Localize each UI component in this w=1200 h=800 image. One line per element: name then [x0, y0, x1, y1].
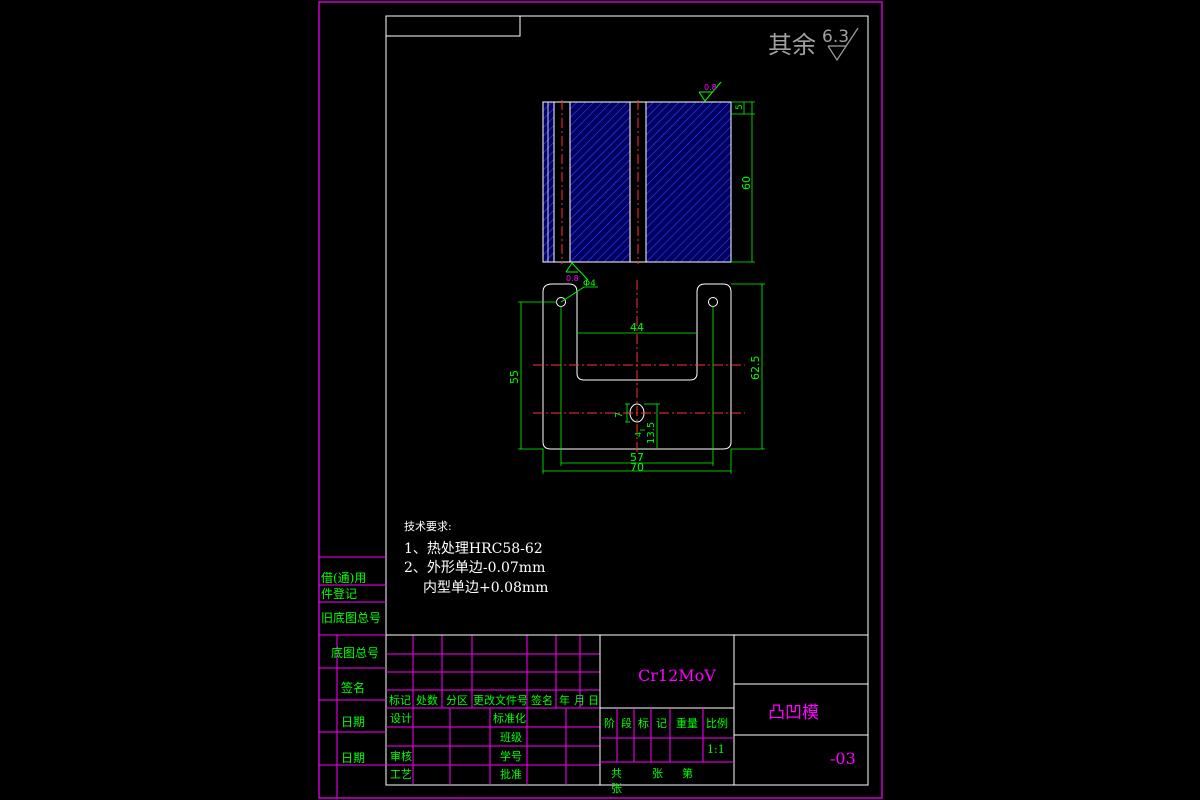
- sheet-current-unit: 张: [611, 782, 622, 795]
- scale-value: 1:1: [707, 743, 725, 756]
- stage-h-0: 阶: [604, 716, 615, 730]
- rev-h-3: 更改文件号: [473, 693, 528, 707]
- title-block-frame: [386, 634, 868, 785]
- roughness-top-value: 0.8: [704, 83, 717, 92]
- dim-slot-7: 7: [614, 412, 625, 418]
- rev-h-2: 分区: [446, 694, 468, 707]
- stamp-r2: 件登记: [321, 586, 357, 601]
- rev-h-0: 标记: [389, 693, 411, 707]
- roughness-top-icon: [698, 81, 722, 102]
- dim-slot-4: 4: [634, 432, 643, 437]
- stamp-r3: 旧底图总号: [321, 610, 381, 625]
- stamp-r7: 日期: [341, 751, 365, 765]
- roughness-symbol-icon: [827, 27, 859, 62]
- rev-h-1: 处数: [416, 694, 438, 707]
- dim-top-60: 60: [740, 176, 753, 190]
- row-process: 工艺: [390, 768, 412, 781]
- roughness-other-label: 其余: [768, 31, 816, 59]
- tech-item-2: 2、外形单边-0.07mm: [404, 560, 545, 576]
- row-approve: 批准: [500, 767, 522, 781]
- dim-span-57: 57: [630, 451, 644, 464]
- dim-slot-13-5: 13.5: [646, 422, 657, 444]
- tech-heading: 技术要求:: [404, 520, 452, 533]
- dim-right-62-5: 62.5: [749, 356, 762, 381]
- dim-overall-70: 70: [630, 461, 644, 474]
- stage-grid: [600, 708, 734, 763]
- roughness-other-value: 6.3: [822, 27, 849, 47]
- rev-h-4: 签名: [531, 693, 553, 707]
- title-block-grid: [386, 635, 600, 785]
- front-dimensions: [518, 283, 765, 474]
- stamp-r4: 底图总号: [331, 645, 379, 660]
- material: Cr12MoV: [638, 666, 716, 685]
- top-view: [542, 100, 755, 264]
- stamp-r5: 签名: [341, 680, 365, 695]
- roughness-bottom-icon: [565, 262, 589, 281]
- row-design: 设计: [390, 712, 412, 725]
- rev-h-6: 月: [574, 694, 585, 707]
- left-stamp-grid: [319, 556, 386, 798]
- front-centerlines: [533, 280, 745, 455]
- dim-top-5: 5: [735, 104, 745, 110]
- tech-item-1: 1、热处理HRC58-62: [404, 541, 543, 557]
- dim-inner-44: 44: [630, 321, 644, 334]
- dim-hole-dia: Φ4: [583, 279, 596, 289]
- stage-h-3: 记: [656, 717, 667, 730]
- sheet-total-label: 共: [611, 767, 622, 780]
- dim-left-55: 55: [508, 370, 521, 384]
- part-name: 凸凹模: [768, 703, 819, 723]
- row-student: 学号: [500, 749, 522, 763]
- tech-item-3: 内型单边+0.08mm: [423, 580, 548, 596]
- stamp-r1: 借(通)用: [321, 571, 366, 585]
- row-grade: 班级: [500, 731, 522, 744]
- row-review: 审核: [390, 749, 412, 763]
- stage-h-5: 比例: [706, 716, 728, 730]
- sheet-inner-frame: [385, 15, 869, 786]
- row-std: 标准化: [493, 711, 526, 725]
- rev-h-5: 年: [559, 693, 570, 707]
- rev-h-7: 日: [588, 694, 599, 707]
- stage-h-1: 段: [621, 716, 632, 730]
- sheet-total-unit: 张: [652, 767, 663, 780]
- roughness-bottom-value: 0.8: [566, 274, 579, 283]
- sheet-outer-border: [318, 1, 883, 799]
- drawing-no: -03: [830, 749, 856, 768]
- stamp-r6: 日期: [341, 715, 365, 729]
- code-box: [385, 15, 521, 37]
- stage-h-2: 标: [638, 716, 649, 730]
- stage-h-4: 重量: [676, 716, 698, 730]
- sheet-current-label: 第: [682, 766, 693, 780]
